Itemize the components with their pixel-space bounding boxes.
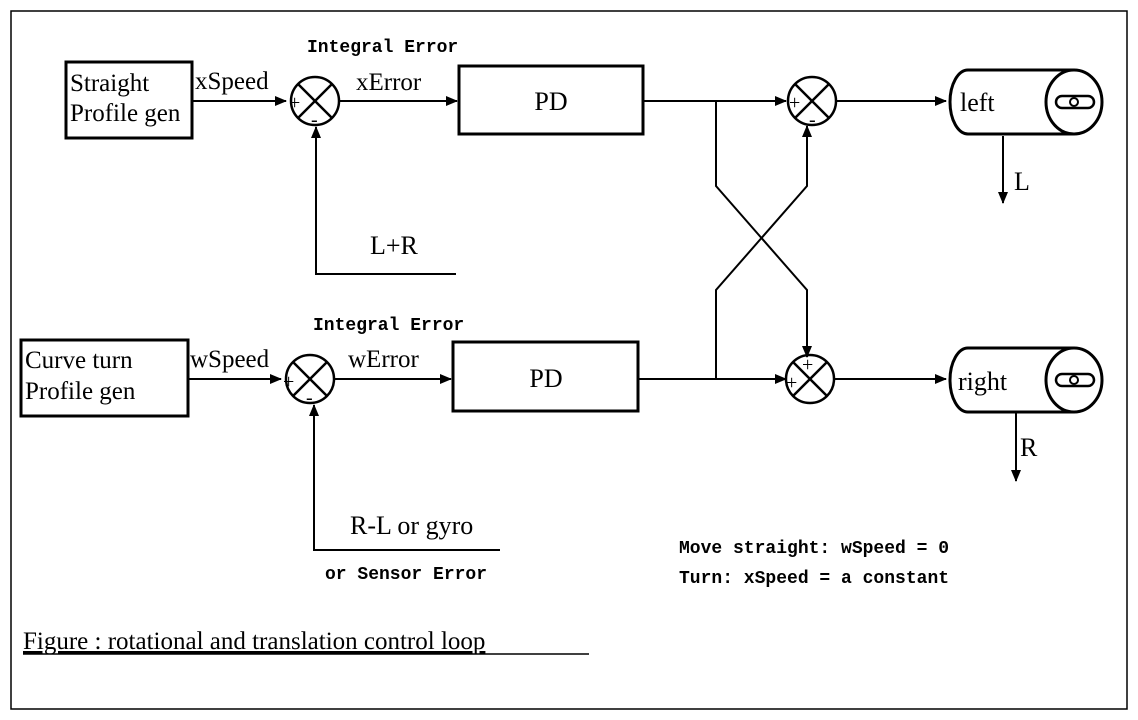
mixer-right-plus-sign-left: +: [786, 372, 797, 394]
feedback-line-bottom: [309, 404, 500, 551]
motor-left: [948, 68, 1104, 136]
mixer-left-plus-sign: +: [789, 92, 800, 114]
note-move-straight: Move straight: wSpeed = 0: [679, 539, 949, 559]
pd-bottom-label: PD: [529, 364, 562, 393]
mixer-left-minus-sign: -: [809, 109, 816, 131]
xerror-label: xError: [356, 69, 422, 96]
curve-profile-line2: Profile gen: [25, 378, 136, 405]
feedback-rl-label: R-L or gyro: [350, 511, 473, 540]
mixing-network: + - + +: [638, 75, 947, 405]
curve-profile-line1: Curve turn: [25, 347, 133, 374]
pd-top-label: PD: [534, 87, 567, 116]
straight-profile-line1: Straight: [70, 70, 149, 97]
xspeed-label: xSpeed: [195, 68, 269, 95]
pd-block-bottom: [451, 340, 640, 413]
sum-top-minus-sign: -: [311, 109, 318, 131]
mixer-right-plus-sign-top: +: [802, 354, 813, 376]
motor-left-label: left: [960, 88, 995, 117]
sum-bottom-plus-sign: +: [283, 371, 294, 393]
feedback-lr-label: L+R: [370, 231, 419, 260]
straight-profile-line2: Profile gen: [70, 100, 181, 127]
sum-top-plus-sign: +: [289, 92, 300, 114]
bottom-loop: Curve turn Profile gen wSpeed Integral E…: [19, 316, 640, 585]
note-turn: Turn: xSpeed = a constant: [679, 569, 949, 589]
wspeed-label: wSpeed: [190, 346, 270, 373]
werror-label: wError: [348, 346, 419, 373]
top-loop: Straight Profile gen xSpeed Integral Err…: [64, 38, 645, 275]
motor-left-output-label: L: [1014, 167, 1030, 196]
feedback-sensor-label: or Sensor Error: [325, 565, 487, 585]
integral-error-bottom-label: Integral Error: [313, 316, 464, 336]
feedback-line-top: [311, 126, 456, 275]
integral-error-top-label: Integral Error: [307, 38, 458, 58]
sum-bottom-minus-sign: -: [306, 387, 313, 409]
figure-caption: Figure : rotational and translation cont…: [23, 628, 485, 655]
motor-right-output-label: R: [1020, 433, 1038, 462]
motor-right-label: right: [958, 367, 1008, 396]
outer-frame: [10, 10, 1128, 710]
motor-right: [948, 346, 1104, 414]
mixer-left: [786, 75, 838, 127]
